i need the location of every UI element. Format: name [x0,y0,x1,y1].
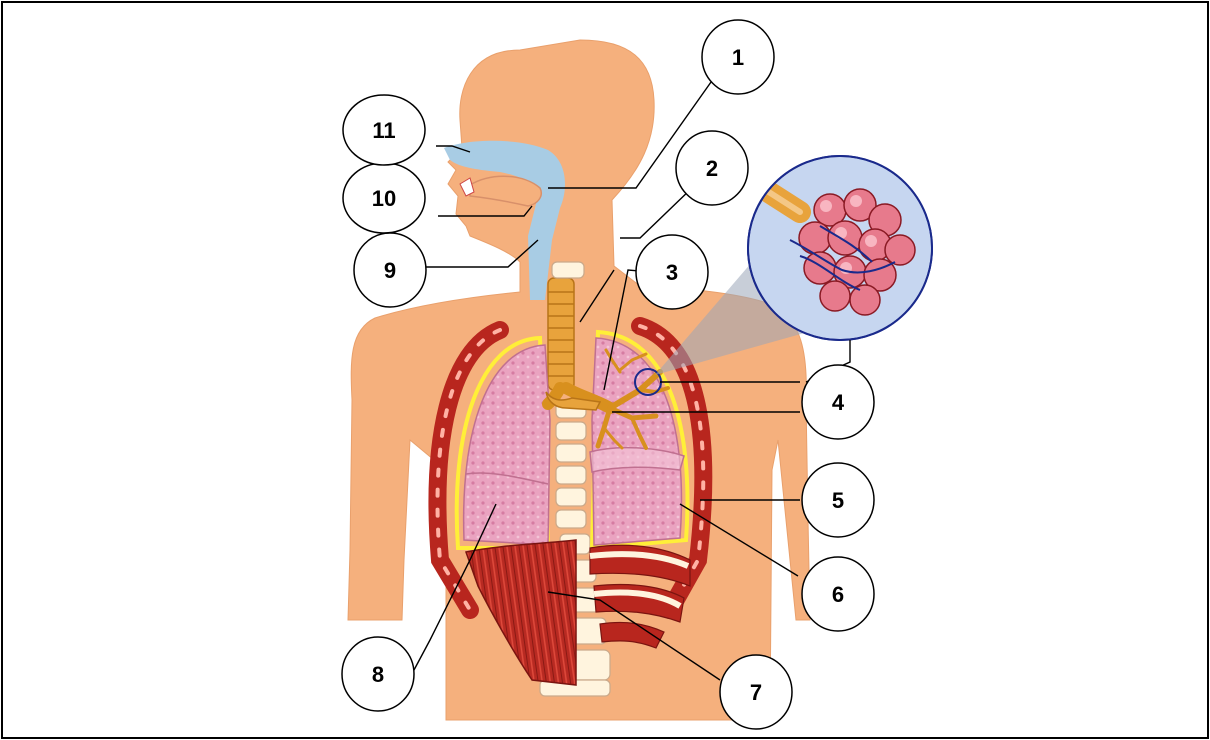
label-10: 10 [343,163,425,233]
label-11: 11 [343,95,425,165]
label-11-text: 11 [372,118,395,143]
label-2: 2 [676,131,748,205]
label-4-text: 4 [832,390,845,415]
label-9: 9 [354,233,426,307]
label-1-text: 1 [732,45,744,70]
trachea [548,278,574,390]
label-7: 7 [720,655,792,729]
label-3: 3 [636,235,708,309]
label-8-text: 8 [372,662,384,687]
label-9-text: 9 [384,258,396,283]
label-4: 4 [802,365,874,439]
label-1: 1 [702,20,774,94]
label-5: 5 [802,463,874,537]
label-7-text: 7 [750,680,762,705]
label-6-text: 6 [832,582,844,607]
label-5-text: 5 [832,488,844,513]
label-6: 6 [802,557,874,631]
label-10-text: 10 [372,186,396,211]
label-8: 8 [342,637,414,711]
label-3-text: 3 [666,260,678,285]
label-2-text: 2 [706,156,718,181]
